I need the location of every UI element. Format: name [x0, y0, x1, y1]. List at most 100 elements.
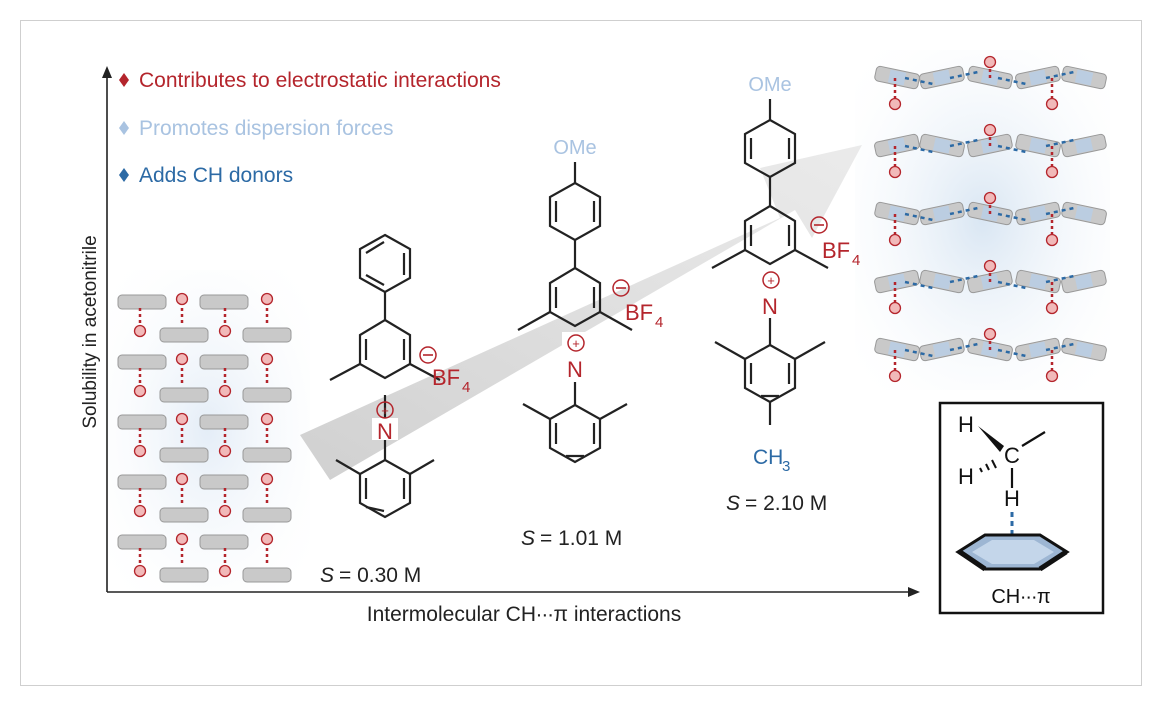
anion-circle — [175, 532, 189, 546]
inset-caption: CH∙∙∙π — [991, 586, 1050, 608]
molecule-2-cation-N: N — [567, 357, 583, 382]
anion-circle — [983, 191, 997, 205]
anion-circle — [133, 384, 147, 398]
molecule-3-substituent-top: OMe — [748, 74, 791, 96]
anion-circle — [1045, 97, 1059, 111]
anion-circle — [1045, 369, 1059, 383]
dispersion-patch — [1028, 273, 1048, 290]
legend-label-dispersion: Promotes dispersion forces — [139, 117, 393, 140]
benzene-inner — [972, 540, 1054, 564]
molecule-3-labels: OMe + N BF 4 CH 3 S = 2.10 M — [726, 74, 860, 515]
molecule-3-counterion: BF — [822, 238, 850, 263]
dispersion-patch — [932, 273, 952, 290]
lattice-block — [242, 567, 292, 583]
dispersion-patch — [1028, 205, 1048, 222]
minus-charge-icon — [810, 216, 828, 234]
anion-circle — [1045, 301, 1059, 315]
dispersion-patch — [932, 205, 952, 222]
molecule-1-labels: N + BF 4 S = 0.30 M — [320, 346, 470, 587]
plus-glyph: + — [381, 403, 389, 418]
anion-circle — [218, 444, 232, 458]
dispersion-patch — [1074, 137, 1094, 154]
lattice-block — [199, 354, 249, 370]
molecule-2-solubility-value: = 1.01 M — [540, 527, 622, 550]
lattice-block-group — [1015, 337, 1061, 362]
inset-h3: H — [1004, 486, 1020, 511]
lattice-block — [159, 507, 209, 523]
axes — [102, 66, 920, 597]
anion-circle — [133, 444, 147, 458]
dispersion-patch — [1074, 69, 1094, 86]
molecule-1-counterion: BF — [432, 365, 460, 390]
molecule-3 — [711, 99, 829, 425]
molecule-1-cation-N: N — [377, 419, 393, 444]
lattice-block-group — [874, 133, 920, 158]
molecule-3-solubility-value: = 2.10 M — [745, 492, 827, 515]
anion-circle — [888, 301, 902, 315]
legend-label-ch-donor: Adds CH donors — [139, 164, 293, 187]
dispersion-patch — [887, 273, 907, 290]
molecule-2-solubility-S: S — [521, 527, 535, 550]
dispersion-patch — [932, 69, 952, 86]
molecule-2-counterion-sub: 4 — [655, 314, 663, 331]
lattice-block — [159, 567, 209, 583]
lattice-block-group — [1015, 133, 1061, 158]
lattice-block — [242, 387, 292, 403]
dispersion-patch — [1028, 341, 1048, 358]
dispersion-patch — [1074, 341, 1094, 358]
anion-circle — [218, 384, 232, 398]
dispersion-patch — [1028, 137, 1048, 154]
legend-item-dispersion: Promotes dispersion forces — [119, 117, 393, 140]
methyl-bond — [1021, 431, 1046, 447]
legend-item-ch-donor: Adds CH donors — [119, 164, 293, 187]
right-lattice — [874, 55, 1107, 383]
anion-circle — [260, 292, 274, 306]
lattice-block — [117, 414, 167, 430]
molecule-3-solubility-S: S — [726, 492, 740, 515]
anion-circle — [133, 564, 147, 578]
inset-box — [938, 401, 1105, 615]
hash-bond — [979, 459, 997, 473]
dispersion-patch — [1028, 69, 1048, 86]
dispersion-patch — [1074, 205, 1094, 222]
lattice-block — [199, 474, 249, 490]
molecule-2 — [517, 162, 633, 464]
dispersion-patch — [887, 205, 907, 222]
molecule-1-counterion-sub: 4 — [462, 379, 470, 396]
anion-circle — [218, 564, 232, 578]
plus-glyph: + — [572, 336, 580, 351]
dispersion-patch — [932, 137, 952, 154]
anion-circle — [260, 472, 274, 486]
lattice-block-group — [919, 133, 965, 158]
anion-circle — [260, 412, 274, 426]
molecule-2-counterion: BF — [625, 300, 653, 325]
light-blue-diamond-icon — [119, 121, 129, 135]
lattice-block-group — [874, 65, 920, 90]
dispersion-patch — [932, 341, 952, 358]
anion-circle — [175, 352, 189, 366]
dispersion-patch — [887, 341, 907, 358]
lattice-block-group — [1015, 269, 1061, 294]
legend-item-electrostatic: Contributes to electrostatic interaction… — [119, 69, 501, 92]
lattice-block-group — [874, 269, 920, 294]
inset-c: C — [1004, 443, 1020, 468]
anion-circle — [175, 292, 189, 306]
red-diamond-icon — [119, 73, 129, 87]
lattice-block-group — [1061, 269, 1107, 294]
inset-h1: H — [958, 412, 974, 437]
anion-circle — [260, 352, 274, 366]
molecule-3-substituent-bottom-sub: 3 — [782, 458, 790, 475]
molecule-3-substituent-bottom: CH — [753, 446, 783, 469]
anion-circle — [1045, 233, 1059, 247]
left-lattice — [117, 292, 292, 583]
legend-label-electrostatic: Contributes to electrostatic interaction… — [139, 69, 501, 92]
plus-charge-icon — [567, 334, 585, 352]
legend: Contributes to electrostatic interaction… — [119, 69, 501, 187]
plus-glyph: + — [767, 273, 775, 288]
trend-arrow — [300, 145, 862, 480]
wedge-bond — [978, 426, 1004, 452]
lattice-block — [199, 294, 249, 310]
plus-charge-icon — [376, 401, 394, 419]
anion-circle — [133, 324, 147, 338]
anion-circle — [983, 327, 997, 341]
